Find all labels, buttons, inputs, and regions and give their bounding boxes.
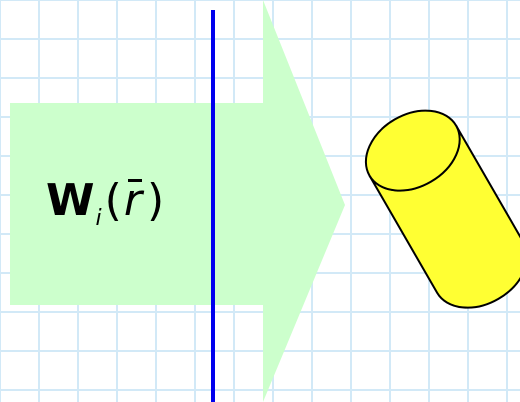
formula-subscript: i — [95, 206, 102, 231]
yellow-cylinder — [364, 109, 520, 309]
field-formula: W i ( r ) — [46, 175, 164, 235]
cylinder-top-face — [364, 109, 461, 192]
incident-wave-arrow — [10, 0, 345, 402]
formula-argument-vector: r — [123, 175, 143, 226]
formula-close-paren: ) — [146, 175, 165, 226]
formula-open-paren: ( — [104, 175, 122, 226]
formula-symbol: W — [46, 175, 95, 226]
